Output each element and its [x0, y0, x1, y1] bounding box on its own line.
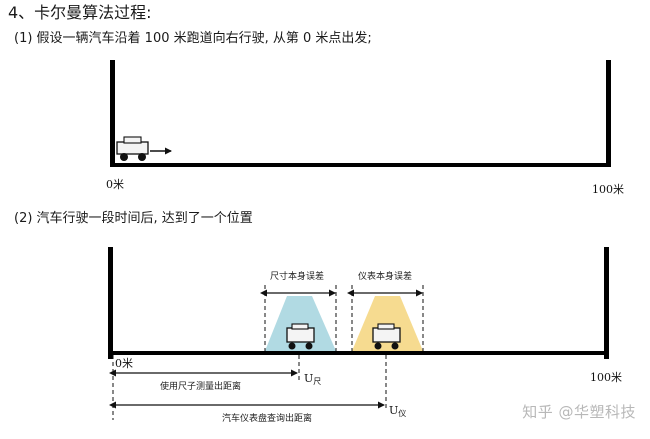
track-2-start-label: 0米: [115, 357, 133, 370]
track-2-road: [108, 351, 609, 355]
track-2-start-post: [108, 247, 113, 359]
track-2-end-post: [604, 247, 609, 359]
track-1-start-post: [110, 60, 115, 167]
step-2-description: (2) 汽车行驶一段时间后, 达到了一个位置: [14, 211, 253, 226]
car-icon: [372, 323, 401, 350]
meter-error-label: 仪表本身误差: [358, 270, 412, 282]
track-1-end-post: [606, 60, 611, 167]
track-2-end-label: 100米: [590, 371, 622, 384]
section-heading: 4、卡尔曼算法过程:: [8, 3, 152, 22]
ruler-error-label: 尺寸本身误差: [270, 270, 324, 282]
track-1-end-label: 100米: [592, 183, 624, 196]
ruler-distance-label: 使用尺子测量出距离: [160, 380, 241, 392]
car-icon: [116, 136, 149, 161]
car-icon: [286, 323, 315, 350]
u-ruler-label: U尺: [304, 372, 321, 386]
track-1: 0米 100米: [106, 60, 624, 196]
meter-error-region: 仪表本身误差: [347, 270, 424, 351]
ruler-error-region: 尺寸本身误差: [260, 270, 337, 351]
u-meter-label: U仪: [389, 404, 406, 418]
track-1-road: [110, 163, 611, 167]
step-1-description: (1) 假设一辆汽车沿着 100 米跑道向右行驶, 从第 0 米点出发;: [14, 31, 372, 46]
watermark: 知乎 @华塑科技: [522, 403, 636, 421]
track-2: 尺寸本身误差 仪表本身误差 0米 100米: [108, 247, 622, 424]
meter-distance-label: 汽车仪表盘查询出距离: [222, 412, 312, 424]
track-1-start-label: 0米: [106, 178, 124, 191]
